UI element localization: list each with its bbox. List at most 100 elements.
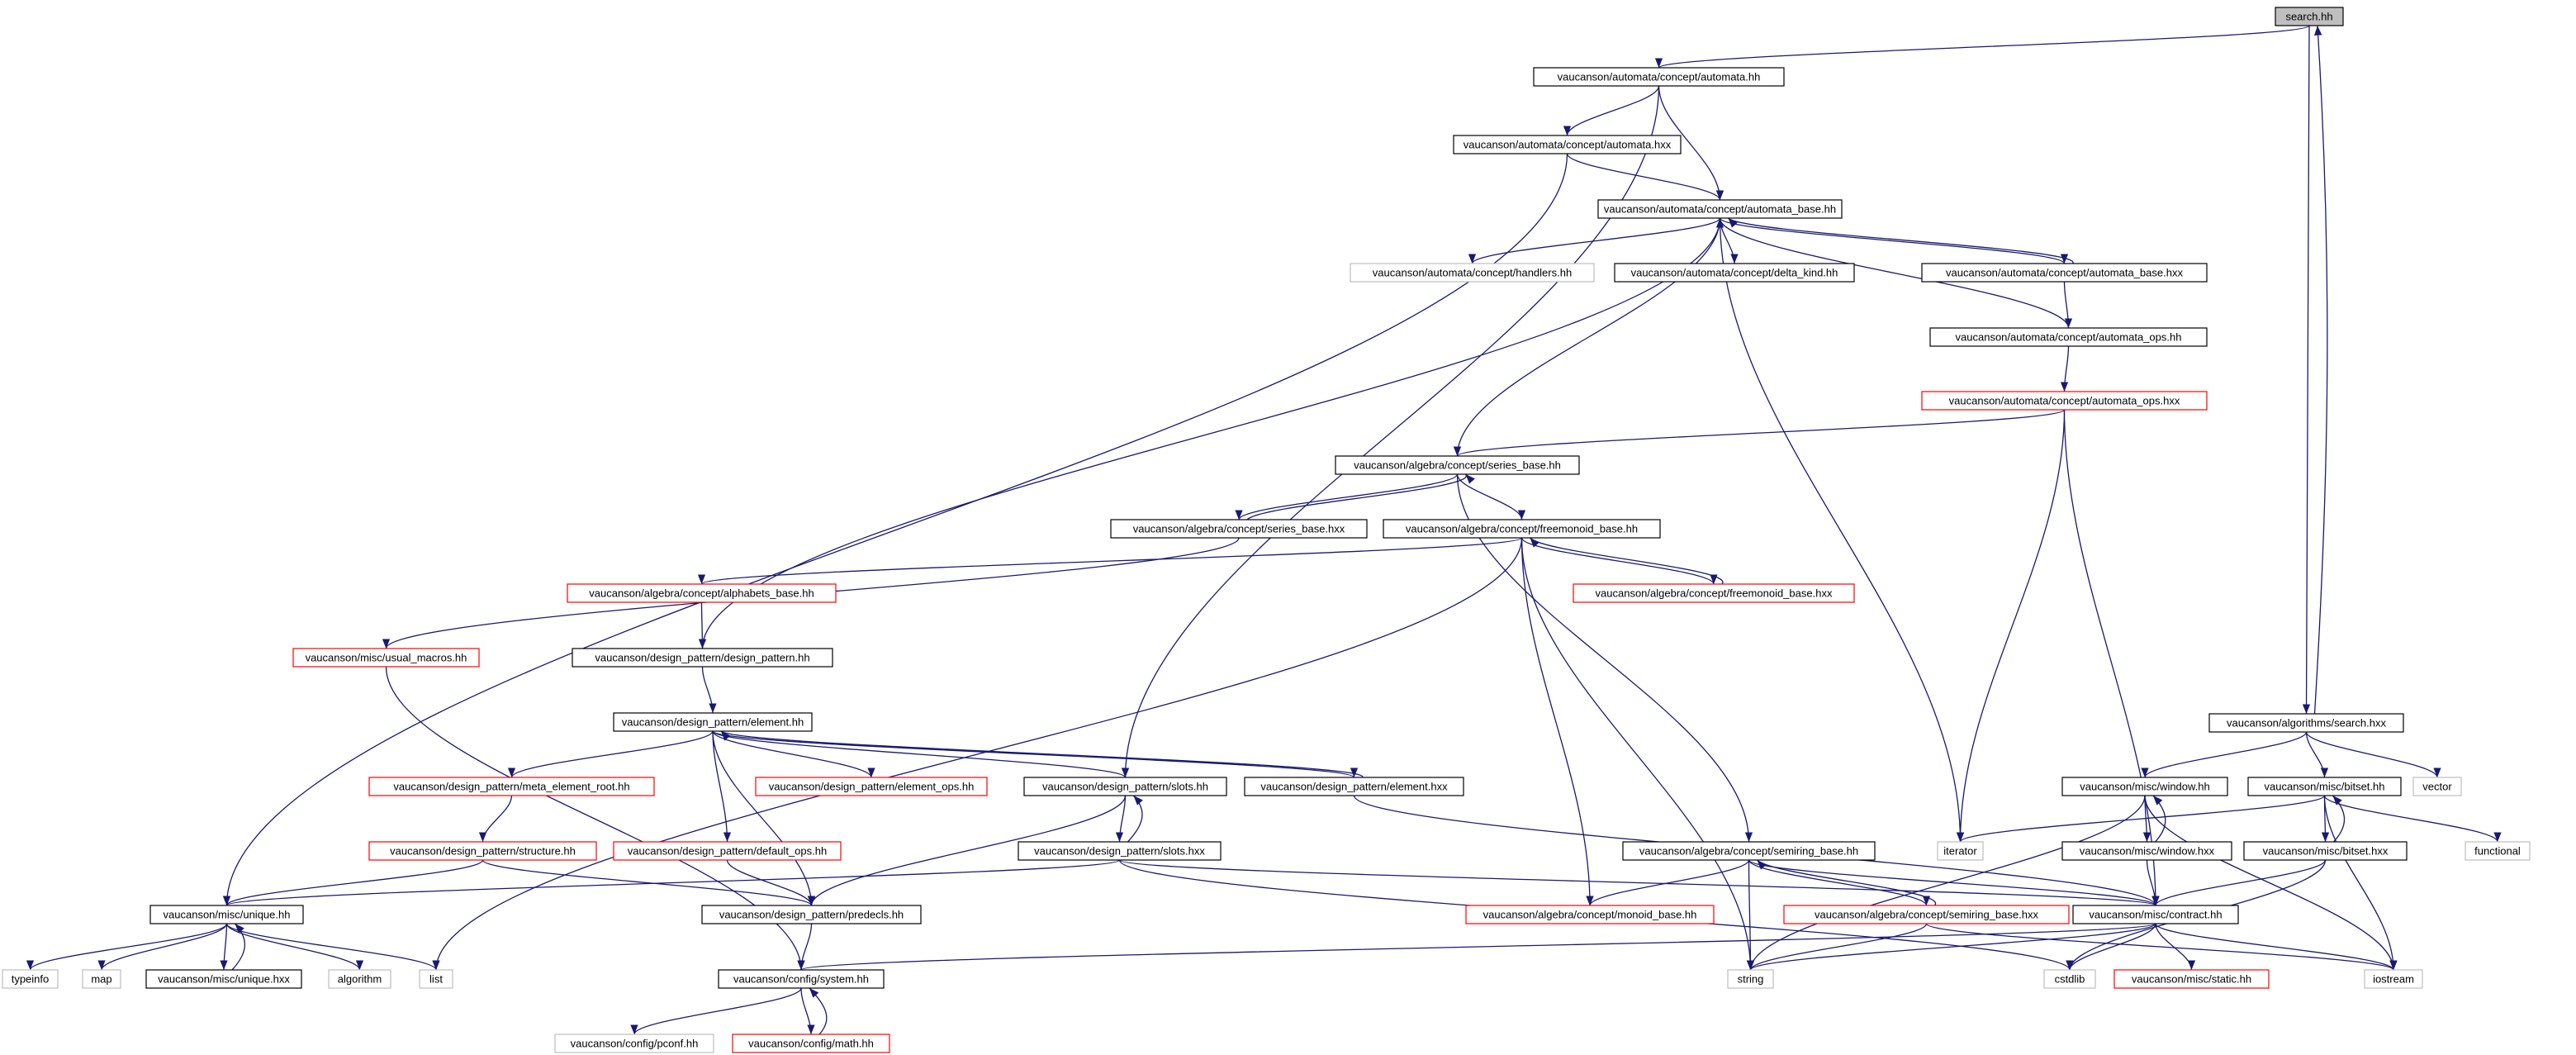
node-series-base-hxx[interactable]: vaucanson/algebra/concept/series_base.hx… (1110, 519, 1368, 539)
node-structure-hh[interactable]: vaucanson/design_pattern/structure.hh (368, 841, 597, 861)
node-box (2113, 969, 2270, 989)
node-pconf-hh[interactable]: vaucanson/config/pconf.hh (554, 1034, 714, 1053)
node-usual-macros-hh[interactable]: vaucanson/misc/usual_macros.hh (292, 648, 480, 668)
edge-slots_hxx-to-contract_hh (1118, 859, 2159, 906)
node-automata-base-hh[interactable]: vaucanson/automata/concept/automata_base… (1597, 199, 1843, 219)
node-system-hh[interactable]: vaucanson/config/system.hh (718, 969, 885, 989)
node-label: vaucanson/design_pattern/predecls.hh (719, 909, 904, 921)
node-window-hxx[interactable]: vaucanson/misc/window.hxx (2061, 841, 2232, 861)
node-label: vaucanson/design_pattern/design_pattern.… (595, 652, 809, 664)
node-box (2072, 905, 2239, 924)
node-label: vaucanson/automata/concept/automata_base… (1946, 267, 2183, 279)
node-box (2275, 7, 2344, 26)
edge-unique_hh-to-map (97, 923, 228, 971)
node-monoid-base-hh[interactable]: vaucanson/algebra/concept/monoid_base.hh (1465, 905, 1715, 924)
edge-freemonoid_base_hh-to-monoid_base_hh (1520, 537, 1594, 906)
edge-automata_ops_hxx-to-series_base_hh (1454, 409, 2066, 457)
edge-freemonoid_base_hh-to-string (1520, 537, 1755, 971)
edge-structure_hh-to-unique_hh (223, 859, 484, 906)
node-box (1937, 841, 1984, 861)
node-semiring-base-hh[interactable]: vaucanson/algebra/concept/semiring_base.… (1622, 841, 1876, 861)
node-cstdlib[interactable]: cstdlib (2043, 969, 2096, 989)
node-box (1350, 263, 1595, 283)
node-label: vaucanson/misc/usual_macros.hh (306, 652, 467, 664)
node-bitset-hh[interactable]: vaucanson/misc/bitset.hh (2247, 777, 2402, 796)
edge-window_hxx-to-window_hh (2152, 795, 2166, 843)
node-label: cstdlib (2055, 973, 2085, 986)
node-freemonoid-base-hxx[interactable]: vaucanson/algebra/concept/freemonoid_bas… (1573, 583, 1855, 603)
node-automata-hh[interactable]: vaucanson/automata/concept/automata.hh (1533, 67, 1785, 87)
node-predecls-hh[interactable]: vaucanson/design_pattern/predecls.hh (701, 905, 922, 924)
node-element-ops-hh[interactable]: vaucanson/design_pattern/element_ops.hh (755, 777, 988, 796)
node-series-base-hh[interactable]: vaucanson/algebra/concept/series_base.hh (1335, 455, 1580, 475)
node-element-hxx[interactable]: vaucanson/design_pattern/element.hxx (1244, 777, 1464, 796)
edge-automata_base_hh-to-design_pattern_hh (698, 217, 1721, 649)
node-automata-ops-hxx[interactable]: vaucanson/automata/concept/automata_ops.… (1921, 391, 2208, 411)
node-box (701, 905, 922, 924)
edge-element_hh-to-element_hxx (712, 730, 1358, 778)
edge-series_base_hh-to-freemonoid_base_hh (1456, 473, 1526, 520)
node-slots-hxx[interactable]: vaucanson/design_pattern/slots.hxx (1018, 841, 1222, 861)
node-label: vaucanson/algebra/concept/freemonoid_bas… (1596, 587, 1833, 600)
edge-slots_hh-to-predecls_hh (807, 795, 1127, 906)
node-label: vaucanson/misc/window.hh (2080, 781, 2210, 793)
node-functional[interactable]: functional (2465, 841, 2531, 861)
node-box (2043, 969, 2096, 989)
node-unique-hxx[interactable]: vaucanson/misc/unique.hxx (145, 969, 302, 989)
node-label: vaucanson/automata/concept/automata_ops.… (1949, 395, 2180, 407)
edge-automata_hh-to-slots_hh (1121, 85, 1660, 778)
node-algorithm[interactable]: algorithm (328, 969, 391, 989)
node-static-hh[interactable]: vaucanson/misc/static.hh (2113, 969, 2270, 989)
node-box (567, 583, 837, 603)
node-math-hh[interactable]: vaucanson/config/math.hh (732, 1034, 890, 1053)
node-alphabets-base-hh[interactable]: vaucanson/algebra/concept/alphabets_base… (567, 583, 837, 603)
node-freemonoid-base-hh[interactable]: vaucanson/algebra/concept/freemonoid_bas… (1383, 519, 1661, 539)
node-box (2412, 777, 2462, 796)
node-box (1622, 841, 1876, 861)
node-string[interactable]: string (1727, 969, 1774, 989)
node-list[interactable]: list (419, 969, 453, 989)
node-label: vaucanson/algebra/concept/freemonoid_bas… (1406, 523, 1638, 535)
node-label: vaucanson/algebra/concept/series_base.hh (1354, 459, 1561, 472)
node-slots-hh[interactable]: vaucanson/design_pattern/slots.hh (1023, 777, 1227, 796)
node-bitset-hxx[interactable]: vaucanson/misc/bitset.hxx (2243, 841, 2408, 861)
node-box (2061, 777, 2228, 796)
edges-layer (26, 25, 2502, 1035)
node-semiring-base-hxx[interactable]: vaucanson/algebra/concept/semiring_base.… (1783, 905, 2070, 924)
node-unique-hh[interactable]: vaucanson/misc/unique.hh (149, 905, 304, 924)
node-box (613, 841, 842, 861)
node-delta-kind-hh[interactable]: vaucanson/automata/concept/delta_kind.hh (1614, 263, 1855, 283)
node-label: string (1738, 973, 1764, 986)
node-label: vaucanson/config/pconf.hh (571, 1038, 699, 1050)
node-iterator[interactable]: iterator (1937, 841, 1984, 861)
edge-element_hh-to-predecls_hh (712, 730, 816, 906)
node-automata-hxx[interactable]: vaucanson/automata/concept/automata.hxx (1453, 135, 1682, 154)
node-design-pattern-hh[interactable]: vaucanson/design_pattern/design_pattern.… (572, 648, 833, 668)
node-label: vaucanson/misc/bitset.hh (2265, 781, 2385, 793)
node-box (2247, 777, 2402, 796)
node-label: vaucanson/automata/concept/handlers.hh (1373, 267, 1572, 279)
node-box (2364, 969, 2423, 989)
node-iostream[interactable]: iostream (2364, 969, 2423, 989)
node-search-hxx[interactable]: vaucanson/algorithms/search.hxx (2208, 713, 2404, 733)
node-typeinfo[interactable]: typeinfo (2, 969, 59, 989)
node-element-hh[interactable]: vaucanson/design_pattern/element.hh (613, 712, 813, 732)
edge-freemonoid_base_hh-to-alphabets_base_hh (698, 537, 1523, 585)
node-label: vaucanson/misc/unique.hxx (158, 973, 290, 986)
node-default-ops-hh[interactable]: vaucanson/design_pattern/default_ops.hh (613, 841, 842, 861)
node-automata-base-hxx[interactable]: vaucanson/automata/concept/automata_base… (1921, 263, 2208, 283)
node-meta-element-root-hh[interactable]: vaucanson/design_pattern/meta_element_ro… (368, 777, 655, 796)
edge-semiring_base_hxx-to-iostream (1925, 923, 2398, 971)
node-search-hh[interactable]: search.hh (2275, 7, 2344, 26)
nodes-layer: search.hh vaucanson/automata/concept/auto… (2, 7, 2531, 1053)
edge-contract_hh-to-static_hh (2155, 923, 2196, 971)
node-map[interactable]: map (82, 969, 121, 989)
node-handlers-hh[interactable]: vaucanson/automata/concept/handlers.hh (1350, 263, 1595, 283)
node-vector[interactable]: vector (2412, 777, 2462, 796)
node-box (1727, 969, 1774, 989)
edge-contract_hh-to-string (1747, 923, 2156, 971)
node-label: vaucanson/design_pattern/meta_element_ro… (393, 781, 629, 793)
node-contract-hh[interactable]: vaucanson/misc/contract.hh (2072, 905, 2239, 924)
node-automata-ops-hh[interactable]: vaucanson/automata/concept/automata_ops.… (1929, 327, 2208, 347)
node-window-hh[interactable]: vaucanson/misc/window.hh (2061, 777, 2228, 796)
